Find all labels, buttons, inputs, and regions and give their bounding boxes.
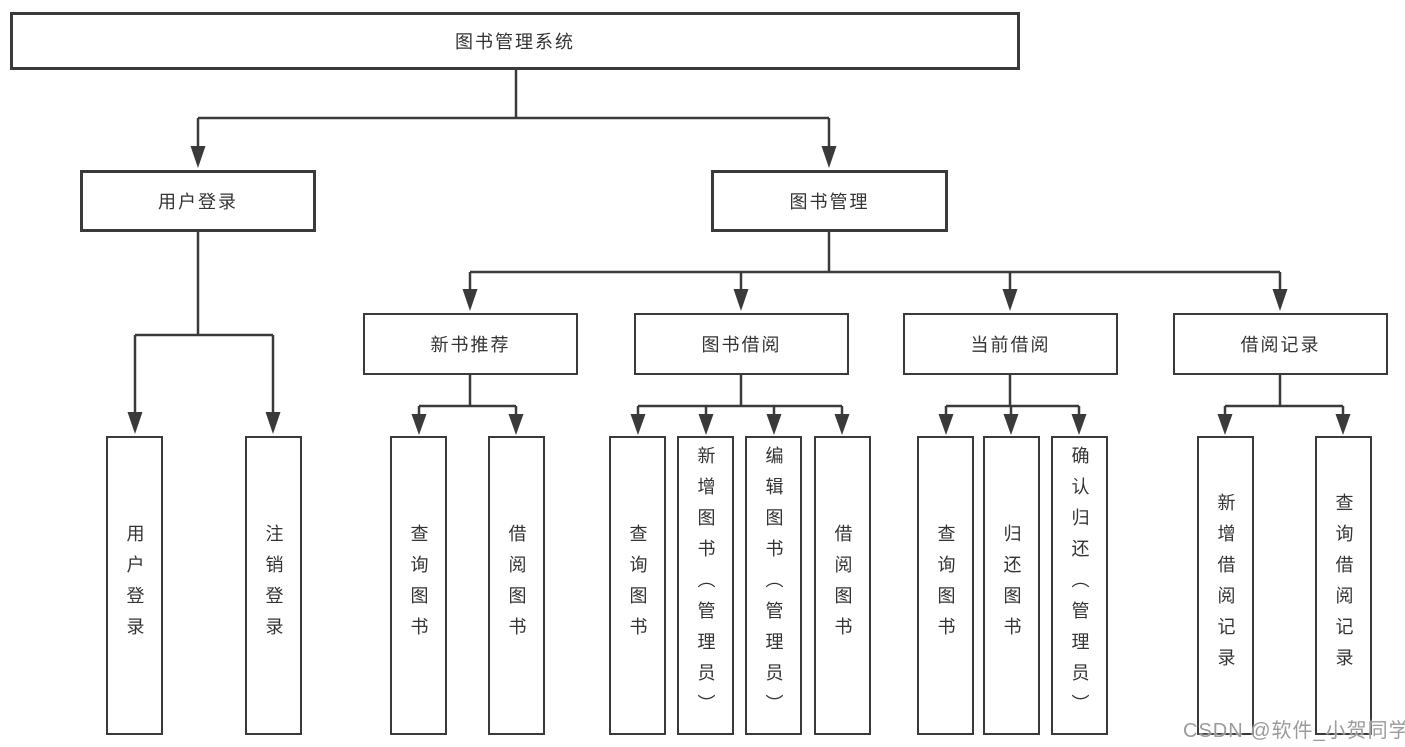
node-current-borrow-label: 当前借阅 — [970, 335, 1051, 355]
node-book-borrow-label: 图书借阅 — [701, 335, 782, 355]
connector-book-management-children — [462, 232, 1288, 311]
node-borrow-record-label: 借阅记录 — [1240, 335, 1321, 355]
leaf-add-book-admin: 新增图书（管理员） — [677, 436, 734, 735]
leaf-query-book-2: 查询图书 — [609, 436, 666, 735]
node-book-management: 图书管理 — [711, 170, 948, 232]
connector-new-book-children — [411, 375, 524, 435]
node-library-system: 图书管理系统 — [10, 12, 1020, 70]
leaf-edit-book-admin: 编辑图书（管理员） — [745, 436, 802, 735]
leaf-confirm-return-admin: 确认归还（管理员） — [1051, 436, 1108, 735]
leaf-borrow-book-1-label: 借阅图书 — [506, 523, 527, 648]
node-borrow-record: 借阅记录 — [1173, 313, 1388, 375]
connector-current-borrow-children — [938, 375, 1087, 435]
leaf-query-book-3-label: 查询图书 — [935, 523, 956, 648]
leaf-return-book-label: 归还图书 — [1001, 523, 1022, 648]
leaf-add-borrow-record-label: 新增借阅记录 — [1215, 492, 1236, 679]
leaf-query-book-3: 查询图书 — [917, 436, 974, 735]
leaf-return-book: 归还图书 — [983, 436, 1040, 735]
leaf-user-login-label: 用户登录 — [124, 523, 145, 648]
node-user-login-label: 用户登录 — [158, 192, 238, 212]
node-book-management-label: 图书管理 — [789, 192, 870, 212]
leaf-borrow-book-2: 借阅图书 — [814, 436, 871, 735]
leaf-query-book-1: 查询图书 — [390, 436, 447, 735]
leaf-query-borrow-record-label: 查询借阅记录 — [1333, 492, 1354, 679]
leaf-query-book-1-label: 查询图书 — [408, 523, 429, 648]
leaf-logout: 注销登录 — [245, 436, 302, 735]
node-book-borrow: 图书借阅 — [634, 313, 849, 375]
connector-user-login-children — [127, 232, 281, 434]
leaf-logout-label: 注销登录 — [263, 523, 284, 648]
leaf-borrow-book-2-label: 借阅图书 — [832, 523, 853, 648]
node-new-book-recommend-label: 新书推荐 — [430, 335, 511, 355]
csdn-watermark: CSDN @软件_小贺同学 — [1183, 720, 1405, 742]
node-library-system-label: 图书管理系统 — [455, 32, 575, 52]
leaf-add-book-admin-label: 新增图书（管理员） — [695, 446, 716, 725]
leaf-query-book-2-label: 查询图书 — [627, 523, 648, 648]
node-user-login: 用户登录 — [80, 170, 316, 232]
node-current-borrow: 当前借阅 — [903, 313, 1118, 375]
leaf-borrow-book-1: 借阅图书 — [488, 436, 545, 735]
leaf-edit-book-admin-label: 编辑图书（管理员） — [763, 446, 784, 725]
connector-book-borrow-children — [630, 375, 850, 435]
connector-borrow-record-children — [1217, 375, 1351, 435]
node-new-book-recommend: 新书推荐 — [363, 313, 578, 375]
leaf-confirm-return-admin-label: 确认归还（管理员） — [1069, 446, 1090, 725]
connector-root-to-level2 — [190, 70, 837, 168]
leaf-query-borrow-record: 查询借阅记录 — [1315, 436, 1372, 735]
leaf-user-login: 用户登录 — [106, 436, 163, 735]
leaf-add-borrow-record: 新增借阅记录 — [1197, 436, 1254, 735]
